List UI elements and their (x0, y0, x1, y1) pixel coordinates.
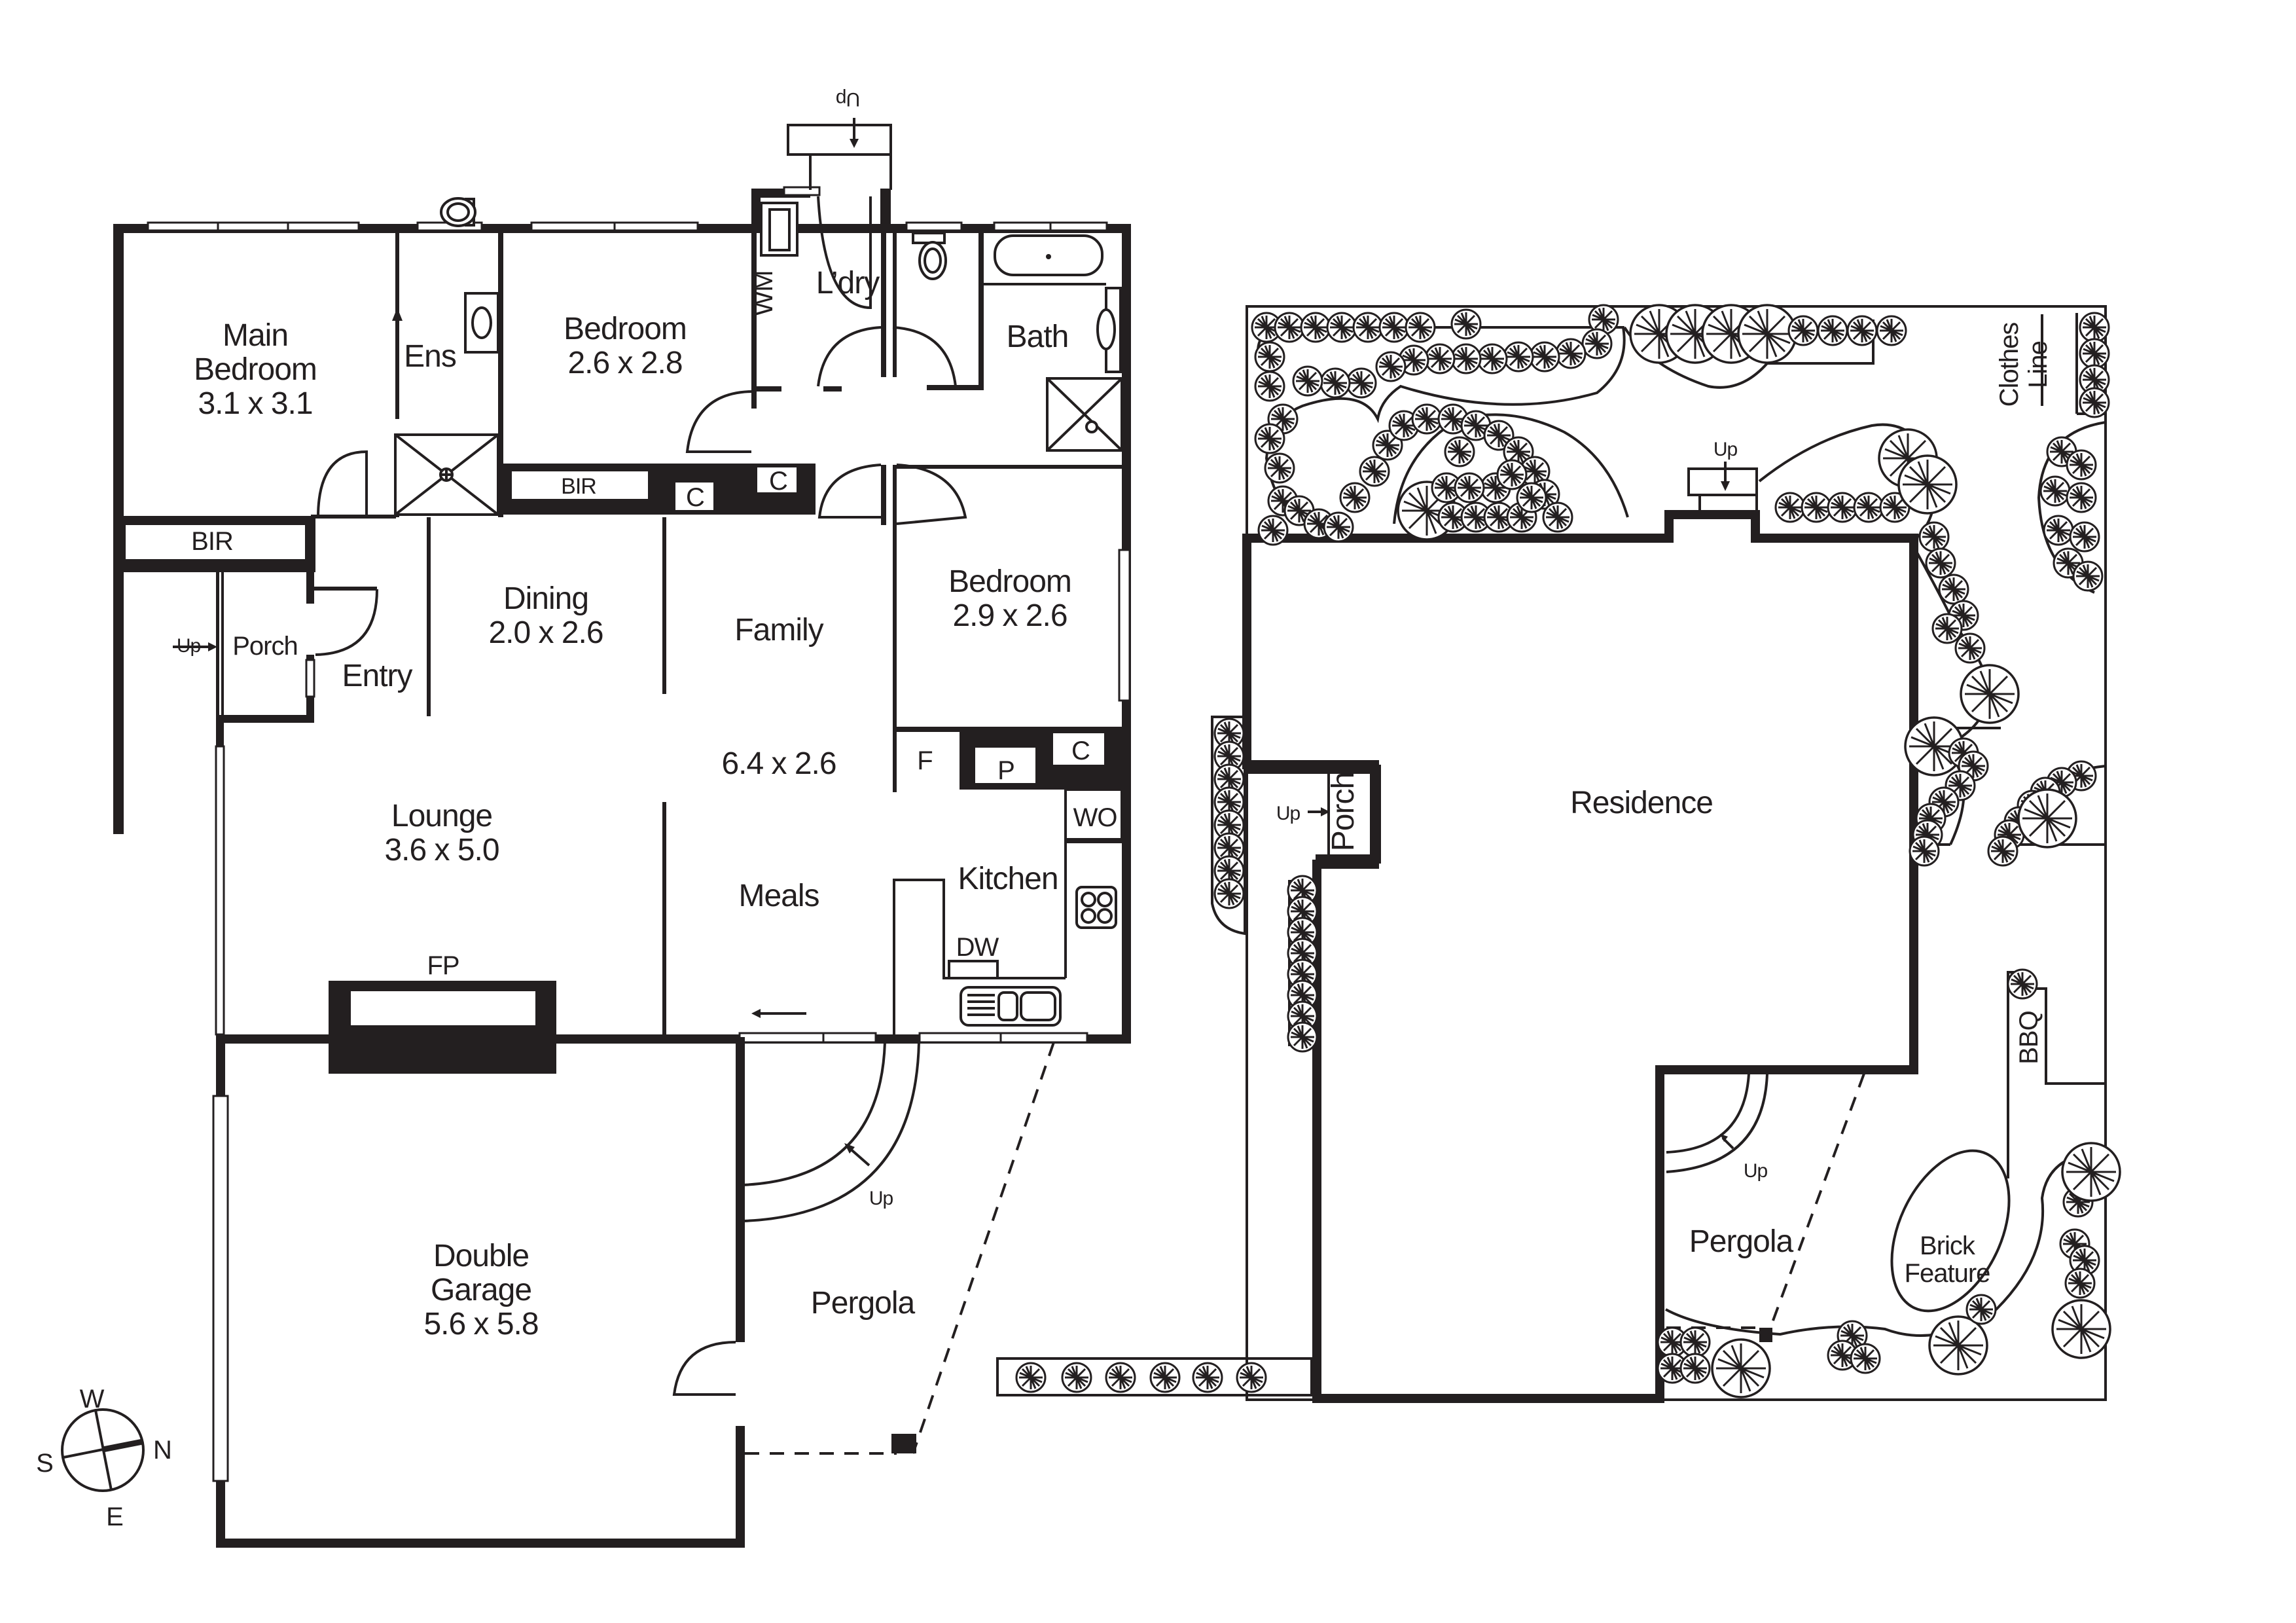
bbq-label: BBQ (2015, 1011, 2043, 1064)
lounge-size: 3.6 x 5.0 (384, 833, 499, 867)
washing-machine-label: WM (749, 270, 778, 316)
meals-label: Meals (738, 879, 819, 913)
compass-icon (61, 1408, 145, 1492)
bir-main-label: BIR (191, 527, 233, 556)
garage-label-1: Double (433, 1239, 529, 1273)
main-bedroom-label: Main (223, 318, 288, 353)
ensuite-label: Ens (404, 339, 456, 374)
lounge-label: Lounge (391, 799, 492, 833)
laundry-steps-label: Up (836, 88, 861, 110)
compass: W N S E (36, 1385, 172, 1531)
clothes-line-label-1: Clothes (1995, 323, 2024, 407)
dining-label: Dining (503, 581, 588, 616)
window (147, 221, 360, 232)
site-pergola-label: Pergola (1689, 1224, 1794, 1259)
dishwasher-label: DW (956, 933, 999, 962)
bath-label: Bath (1007, 319, 1069, 354)
family-meals-size: 6.4 x 2.6 (721, 746, 836, 781)
compass-west: W (80, 1385, 105, 1413)
laundry-steps (787, 124, 892, 156)
residence-footprint (1242, 510, 1918, 1403)
pantry-label: P (997, 756, 1014, 785)
porch-steps-label: Up (177, 635, 201, 657)
garage-size: 5.6 x 5.8 (423, 1307, 538, 1341)
bedroom-3-label: Bedroom (948, 564, 1071, 599)
site-porch-label: Porch (1326, 773, 1361, 851)
clothes-line-label-2: Line (2024, 341, 2053, 388)
site-plan-labels: Residence Porch Up Up Pergola Up Clothes… (1276, 323, 2053, 1288)
bedroom-2-size: 2.6 x 2.8 (567, 346, 682, 380)
cupboard-kitchen-label: C (1071, 737, 1090, 765)
main-bedroom-label-2: Bedroom (194, 352, 317, 387)
cupboard-1-label: C (686, 483, 704, 512)
main-bedroom-size: 3.1 x 3.1 (198, 386, 312, 421)
rear-steps-label: Up (1713, 439, 1738, 460)
entry-label: Entry (342, 659, 412, 693)
site-pergola-steps-label: Up (1744, 1160, 1768, 1182)
dining-size: 2.0 x 2.6 (488, 615, 603, 650)
wall-oven-label: WO (1073, 803, 1117, 832)
brick-feature-label-1: Brick (1920, 1231, 1976, 1260)
site-plan: BBQ (996, 305, 2107, 1403)
brick-feature (1890, 1149, 2011, 1313)
bedroom-3-size: 2.9 x 2.6 (952, 598, 1067, 633)
bedroom-2-label: Bedroom (564, 312, 687, 346)
compass-north: N (153, 1436, 171, 1465)
brick-feature-label-2: Feature (1905, 1259, 1990, 1288)
floor-plan: Up B (113, 88, 1131, 1548)
garage-door (212, 1095, 229, 1482)
site-boundary (1246, 305, 2107, 1401)
laundry-label: L’dry (816, 266, 880, 301)
family-label: Family (734, 613, 823, 647)
kitchen-label: Kitchen (958, 862, 1058, 896)
porch-label: Porch (232, 632, 298, 661)
floor-plan-labels: Main Bedroom 3.1 x 3.1 Ens Bedroom 2.6 x… (177, 266, 1072, 1341)
compass-south: S (36, 1449, 53, 1478)
fridge-label: F (917, 746, 932, 775)
garage-label-2: Garage (431, 1273, 531, 1307)
compass-east: E (106, 1503, 123, 1531)
fireplace-label: FP (427, 951, 459, 980)
bir-bedroom-label: BIR (561, 474, 596, 499)
residence-label: Residence (1570, 786, 1713, 820)
cupboard-2-label: C (769, 467, 787, 496)
site-porch-steps-label: Up (1276, 803, 1300, 824)
pergola-label: Pergola (811, 1286, 916, 1321)
pergola-steps-label: Up (869, 1188, 893, 1209)
